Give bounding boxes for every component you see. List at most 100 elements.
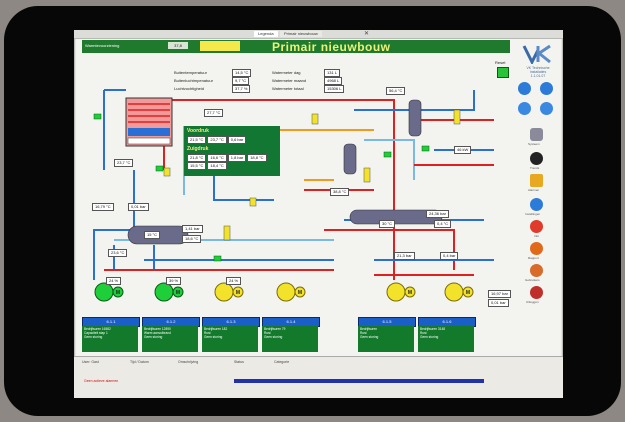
valve-6[interactable] xyxy=(249,197,257,207)
green-valve-1[interactable] xyxy=(93,113,102,120)
header-bar: Warmtevoorziening 37,8 Primair nieuwbouw xyxy=(82,40,510,54)
header-left-value: 37,8 xyxy=(168,42,188,49)
tab-legenda[interactable]: Legenda xyxy=(254,31,278,37)
reset-button[interactable] xyxy=(497,67,509,78)
voordruk-value-1: 21,5 °C xyxy=(187,136,207,144)
alarm-scrollbar[interactable] xyxy=(234,379,484,383)
sync-icon[interactable] xyxy=(540,102,553,115)
pencil-icon[interactable] xyxy=(530,174,543,187)
svg-text:M: M xyxy=(408,290,412,296)
value-tank: 23,7 °C xyxy=(114,159,134,167)
value-top-right: 56,4 °C xyxy=(386,87,406,95)
value-bottom-left-pressure: 0,01 bar xyxy=(128,203,149,211)
pump-group-left xyxy=(94,282,306,302)
svg-text:M: M xyxy=(116,290,120,296)
value-far-right2: 0,01 bar xyxy=(488,299,509,307)
svg-text:M: M xyxy=(236,290,240,296)
value-mid: 38,8 °C xyxy=(330,188,350,196)
clock-icon[interactable] xyxy=(530,242,543,255)
zuigdruk-value-5: 15,5 °C xyxy=(187,162,207,170)
zuigdruk-value-2: 16,6 °C xyxy=(207,154,227,162)
sidebar-label-7: Gebruikers xyxy=(525,278,540,282)
pump-615-icon[interactable] xyxy=(386,282,406,302)
meter-value-3: 15306 L xyxy=(324,85,345,93)
value-right-p3: 21,3 bar xyxy=(394,252,415,260)
value-right-p2: 0,4 °C xyxy=(434,220,452,228)
close-icon[interactable]: ✕ xyxy=(364,31,370,37)
valve-5[interactable] xyxy=(163,167,171,177)
window-titlebar: Legenda Primair nieuwbouw ✕ xyxy=(74,30,563,39)
network-icon[interactable] xyxy=(518,102,531,115)
value-right-tank: 30 °C xyxy=(379,220,396,228)
value-top-left: 27,7 °C xyxy=(204,109,224,117)
tab-primair-nieuwbouw[interactable]: Primair nieuwbouw xyxy=(280,31,322,37)
green-valve-4[interactable] xyxy=(213,255,222,262)
svg-text:M: M xyxy=(176,290,180,296)
green-valve-3[interactable] xyxy=(421,145,430,152)
valve-2[interactable] xyxy=(363,167,371,183)
zuigdruk-value-1: 21,8 °C xyxy=(187,154,207,162)
header-warning-badge xyxy=(200,41,240,51)
users-icon[interactable] xyxy=(530,264,543,277)
green-valve-2[interactable] xyxy=(383,151,392,158)
meter-label-3: Watermeter totaal xyxy=(272,86,304,91)
svg-text:M: M xyxy=(298,290,302,296)
coffee-icon[interactable] xyxy=(530,152,543,165)
voordruk-value-3: 0,6 bar xyxy=(227,136,247,144)
meter-label-1: Watermeter dag xyxy=(272,70,301,75)
refresh-icon[interactable] xyxy=(540,82,553,95)
value-small-2: 39 % xyxy=(166,277,182,285)
help-icon[interactable] xyxy=(530,198,543,211)
voordruk-value-2: 23,7 °C xyxy=(207,136,227,144)
sidebar-label-5: Info xyxy=(534,234,540,238)
mid-vertical-tank xyxy=(343,143,357,175)
logo-caption: VK Technische Installaties 1.1.01.07 xyxy=(526,66,550,78)
value-small-1: 24 % xyxy=(106,277,122,285)
svg-text:M: M xyxy=(466,290,470,296)
valve-4[interactable] xyxy=(223,225,231,241)
page-title: Primair nieuwbouw xyxy=(272,40,391,54)
value-far-right: 16,97 bar xyxy=(488,290,511,298)
value-header-pressure: 1,41 bar xyxy=(182,225,203,233)
meter-value-1: 131 L xyxy=(324,69,341,77)
zuigdruk-value-4: 18,8 °C xyxy=(247,154,267,162)
value-header-temp: 15 °C xyxy=(144,231,161,239)
pump-616-icon[interactable] xyxy=(444,282,464,302)
valve-1[interactable] xyxy=(311,113,319,125)
col-time: Tijd / Datum xyxy=(130,360,149,364)
zuigdruk-value-6: 18,4 °C xyxy=(207,162,227,170)
value-small-3: 24 % xyxy=(226,277,242,285)
right-vertical-tank xyxy=(408,99,422,137)
pump-612-icon[interactable] xyxy=(154,282,174,302)
col-desc: Omschrijving xyxy=(178,360,199,364)
value-kpi: 46 kW xyxy=(454,146,472,154)
valve-3[interactable] xyxy=(453,109,461,125)
pump-613-icon[interactable] xyxy=(214,282,234,302)
alarm-icon[interactable] xyxy=(530,220,543,233)
system-icon[interactable] xyxy=(518,82,531,95)
pressure-panel: Voordruk 21,5 °C 23,7 °C 0,6 bar Zuigdru… xyxy=(184,126,280,176)
pump-611-icon[interactable] xyxy=(94,282,114,302)
sidebar-label-3: Alarmen xyxy=(528,188,540,192)
sidebar: Systeem Trends Alarmen Instellingen Info… xyxy=(514,82,563,352)
database-icon[interactable] xyxy=(530,128,543,141)
vk-logo-icon xyxy=(522,44,551,64)
logout-icon[interactable] xyxy=(530,286,543,299)
value-bottom-left-temp: 16,79 °C xyxy=(92,203,114,211)
value-header-temp2: 18,6 °C xyxy=(182,235,202,243)
sidebar-label-1: Systeem xyxy=(528,142,540,146)
green-valve-5[interactable] xyxy=(155,165,164,172)
zuigdruk-title: Zuigdruk xyxy=(187,146,209,152)
sidebar-label-4: Instellingen xyxy=(525,212,541,216)
pump-614-icon[interactable] xyxy=(276,282,296,302)
pump-group-right xyxy=(386,282,474,302)
sidebar-label-8: Uitloggen xyxy=(526,300,539,304)
user-label: User: Gast xyxy=(82,360,99,364)
scada-screen: Legenda Primair nieuwbouw ✕ Warmtevoorzi… xyxy=(74,30,563,398)
